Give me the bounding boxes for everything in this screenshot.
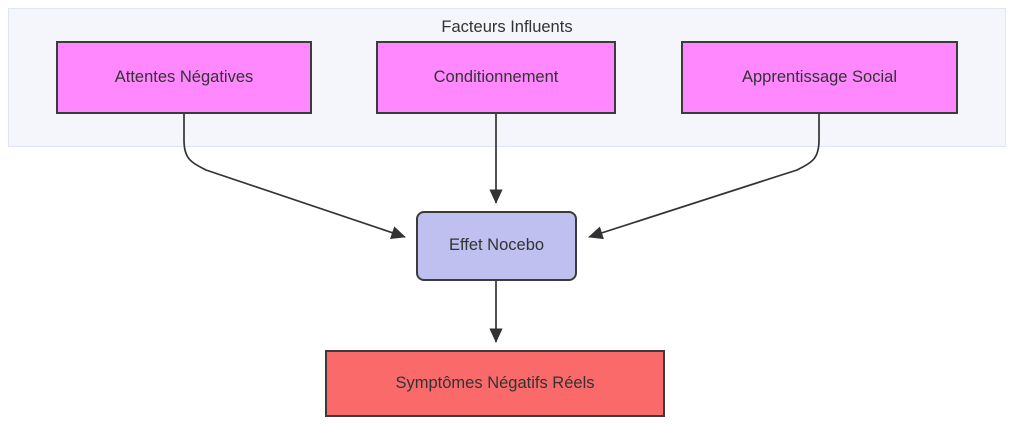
node-apprentissage-social[interactable]: Apprentissage Social	[681, 41, 958, 114]
node-attentes-negatives[interactable]: Attentes Négatives	[56, 41, 312, 114]
node-label: Symptômes Négatifs Réels	[395, 373, 595, 392]
node-label: Attentes Négatives	[114, 67, 254, 86]
node-label: Conditionnement	[433, 67, 559, 86]
node-label: Apprentissage Social	[741, 67, 897, 86]
subgraph-title: Facteurs Influents	[441, 18, 573, 36]
node-label: Effet Nocebo	[448, 236, 545, 255]
node-effet-nocebo[interactable]: Effet Nocebo	[416, 211, 577, 281]
node-symptomes-negatifs-reels[interactable]: Symptômes Négatifs Réels	[325, 350, 665, 417]
node-conditionnement[interactable]: Conditionnement	[376, 41, 616, 114]
